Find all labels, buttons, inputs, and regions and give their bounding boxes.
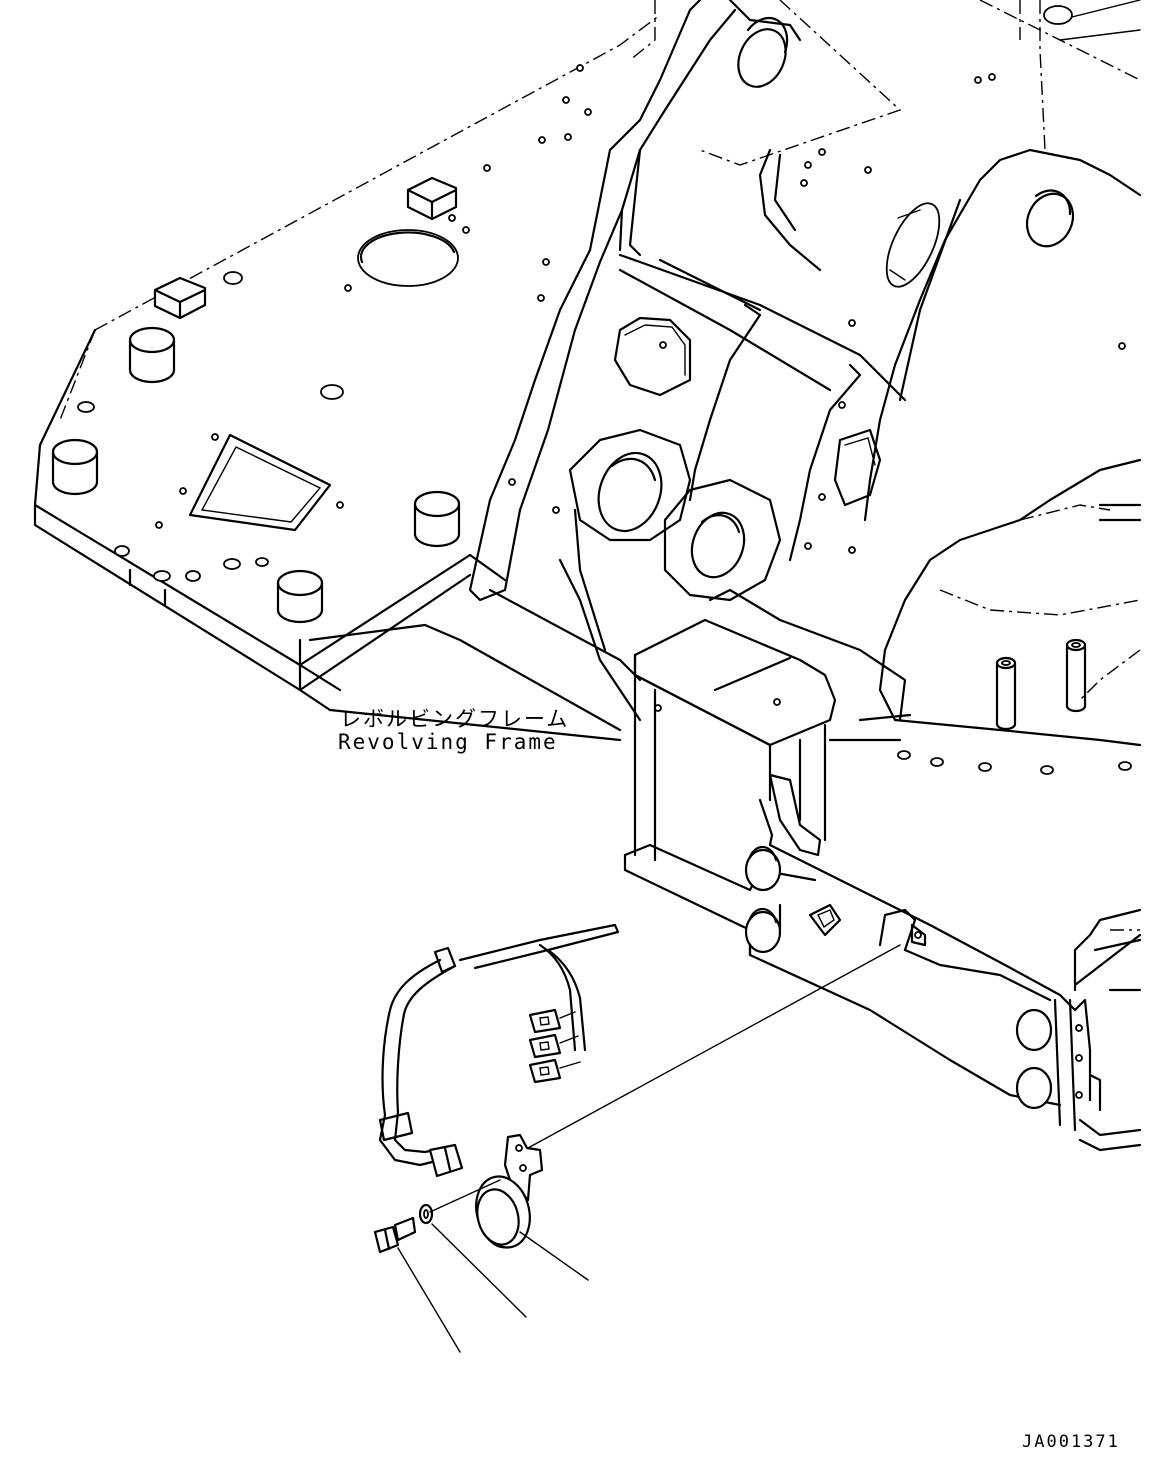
- block-1: [153, 276, 207, 320]
- connector-1: [528, 1008, 562, 1034]
- boss-3: [413, 490, 461, 548]
- leader-lines: [397, 944, 901, 1353]
- cap-3: [1015, 1008, 1053, 1052]
- deck-bosses: [51, 176, 461, 624]
- bolt: [373, 1216, 417, 1254]
- deck-holes: [77, 64, 592, 582]
- drawing-code: JA001371: [1022, 1432, 1120, 1452]
- swing-circle-area: [708, 458, 1142, 775]
- horn: [475, 1133, 544, 1249]
- connector-3: [528, 1058, 562, 1084]
- boom-bracket-left: [468, 0, 902, 602]
- block-2: [406, 176, 458, 221]
- cap-2: [744, 907, 782, 954]
- revolving-frame-label-en: Revolving Frame: [338, 730, 558, 754]
- cap-1: [744, 845, 782, 892]
- horn-mount-bracket: [744, 843, 1142, 1152]
- boss-2: [51, 438, 99, 496]
- boss-1: [128, 326, 176, 384]
- boom-bracket-right: [758, 0, 1142, 522]
- cap-4: [1015, 1066, 1053, 1110]
- dowel-pin-2: [1065, 638, 1087, 713]
- deck-openings: [188, 229, 459, 532]
- connector-2: [528, 1033, 562, 1059]
- revolving-frame-label-jp: レボルビングフレーム: [340, 707, 570, 731]
- boss-4: [276, 569, 324, 624]
- horn-connector: [428, 1143, 464, 1178]
- dowel-pin-1: [995, 656, 1017, 731]
- step-column: [623, 618, 837, 932]
- lock-washer: [418, 1203, 434, 1225]
- cylinder-bracket: [298, 253, 907, 742]
- wiring-harness: [378, 923, 620, 1178]
- revolving-frame-deck: [33, 14, 661, 692]
